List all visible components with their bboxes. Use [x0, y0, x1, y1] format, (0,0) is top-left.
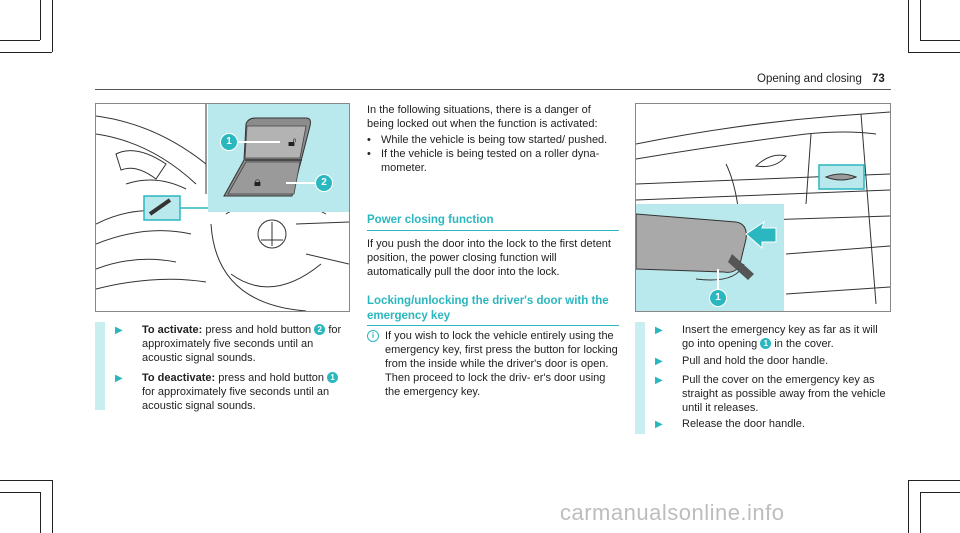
crop-mark — [920, 40, 960, 41]
page-number: 73 — [872, 73, 885, 85]
callout-ref-1: 1 — [760, 338, 772, 349]
activate-label: To activate: — [142, 324, 203, 336]
deactivate-text-b: for approximately five seconds until an … — [142, 386, 330, 412]
crop-mark — [0, 52, 52, 53]
crop-mark — [0, 480, 52, 481]
section-heading-emergency-key: Locking/unlocking the driver's door with… — [367, 295, 609, 322]
crop-mark — [908, 480, 960, 481]
section-rule — [367, 325, 619, 326]
arrow-right-icon: ▶ — [655, 356, 663, 367]
deactivate-text-a: press and hold button — [218, 372, 325, 384]
callout-line — [286, 182, 320, 184]
danger-bullet-list: •While the vehicle is being tow started/… — [367, 133, 619, 175]
list-item: •If the vehicle is being tested on a rol… — [367, 148, 600, 174]
arrow-right-icon: ▶ — [655, 375, 663, 386]
callout-line — [717, 269, 719, 291]
step-sidebar — [635, 322, 645, 434]
list-item: •While the vehicle is being tow started/… — [367, 134, 608, 146]
section-heading-power-closing: Power closing function — [367, 214, 494, 226]
activate-step: To activate: press and hold button 2 for… — [142, 323, 352, 365]
activate-text-a: press and hold button — [205, 324, 312, 336]
power-closing-paragraph: If you push the door into the lock to th… — [367, 238, 611, 278]
emergency-key-note: If you wish to lock the vehicle entirely… — [385, 330, 618, 398]
arrow-right-icon: ▶ — [655, 419, 663, 430]
crop-mark — [920, 492, 921, 533]
header-section-title: Opening and closing — [757, 73, 862, 85]
step-pull-cover: Pull the cover on the emergency key as s… — [682, 374, 886, 414]
lock-icon: 🔒︎ — [254, 174, 261, 189]
crop-mark — [920, 492, 960, 493]
callout-2: 2 — [315, 174, 333, 192]
crop-mark — [0, 40, 40, 41]
deactivate-step: To deactivate: press and hold button 1 f… — [142, 371, 352, 413]
activate-text-b: for approximately five seconds until an … — [142, 324, 342, 364]
arrow-right-icon: ▶ — [655, 325, 663, 336]
crop-mark — [52, 0, 53, 52]
crop-mark — [40, 492, 41, 533]
crop-mark — [52, 480, 53, 533]
callout-line — [230, 141, 280, 143]
step-sidebar — [95, 322, 105, 410]
step-pull-handle: Pull and hold the door handle. — [682, 355, 829, 367]
header-rule — [95, 89, 891, 90]
callout-1: 1 — [220, 133, 238, 151]
deactivate-label: To deactivate: — [142, 372, 216, 384]
crop-mark — [40, 0, 41, 40]
vehicle-door-drawing — [636, 111, 890, 311]
section-rule — [367, 230, 619, 231]
crop-mark — [908, 52, 960, 53]
intro-paragraph: In the following situations, there is a … — [367, 104, 598, 130]
arrow-right-icon: ▶ — [115, 325, 123, 336]
step-insert-key: Insert the emergency key as far as it wi… — [682, 324, 878, 350]
callout-1: 1 — [709, 289, 727, 307]
emergency-key-illustration: 1 — [635, 103, 891, 312]
arrow-right-icon: ▶ — [115, 373, 123, 384]
callout-ref-1: 1 — [327, 372, 339, 383]
watermark: carmanualsonline.info — [560, 500, 785, 525]
info-icon: i — [367, 330, 379, 342]
unlock-icon: 🔓︎ — [288, 134, 297, 149]
crop-mark — [0, 492, 40, 493]
step-release-handle: Release the door handle. — [682, 418, 805, 430]
crop-mark — [908, 480, 909, 533]
crop-mark — [920, 0, 921, 40]
callout-ref-2: 2 — [314, 324, 326, 335]
door-switch-illustration: 🔓︎ 🔒︎ 1 2 — [95, 103, 350, 312]
crop-mark — [908, 0, 909, 52]
